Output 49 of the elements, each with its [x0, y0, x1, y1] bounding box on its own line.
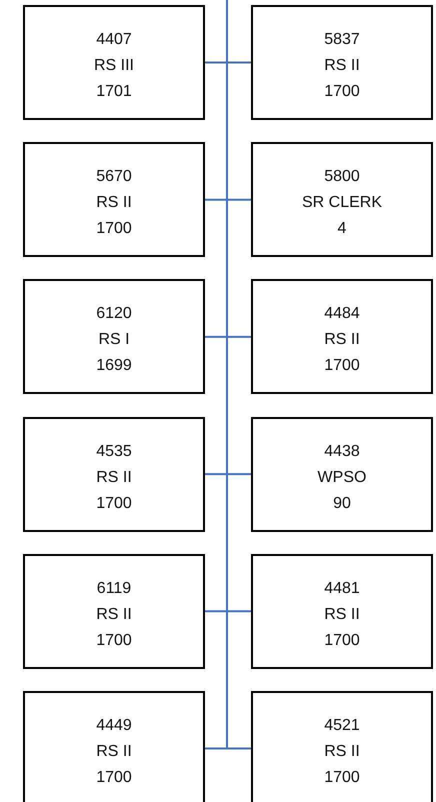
- position-count: 1700: [324, 356, 360, 376]
- position-number: 4535: [96, 442, 132, 462]
- position-number: 4407: [96, 30, 132, 50]
- position-number: 4438: [324, 442, 360, 462]
- position-box: [23, 691, 205, 802]
- position-box: [23, 279, 205, 394]
- position-title: RS II: [324, 742, 360, 762]
- position-title: SR CLERK: [302, 193, 382, 214]
- position-count: 1699: [96, 356, 132, 376]
- position-title: RS II: [96, 604, 132, 625]
- position-box: [251, 5, 433, 120]
- position-number: 6120: [96, 304, 132, 324]
- position-count: 1700: [96, 494, 132, 514]
- position-box: [23, 5, 205, 120]
- position-count: 1700: [324, 82, 360, 102]
- position-box: [251, 416, 433, 532]
- position-count: 1700: [324, 630, 360, 651]
- position-title: RS I: [98, 330, 130, 350]
- position-title: WPSO: [318, 468, 366, 488]
- position-number: 4521: [324, 716, 360, 736]
- position-title: RS II: [324, 604, 360, 625]
- position-count: 1700: [96, 768, 132, 788]
- position-count: 1701: [96, 82, 132, 102]
- position-title: RS II: [96, 742, 132, 762]
- position-count: 1700: [324, 768, 360, 788]
- position-title: RS II: [96, 468, 132, 488]
- position-box: [23, 142, 205, 258]
- position-count: 90: [333, 494, 351, 514]
- position-number: 6119: [96, 578, 132, 599]
- position-box: [23, 416, 205, 532]
- position-box: [251, 554, 433, 669]
- position-box: [251, 279, 433, 394]
- position-number: 5670: [96, 167, 132, 188]
- connector-line: [226, 0, 251, 750]
- position-number: 5837: [324, 30, 360, 50]
- position-count: 1700: [96, 219, 132, 240]
- position-title: RS II: [96, 193, 132, 214]
- position-number: 4449: [96, 716, 132, 736]
- position-box: [23, 554, 205, 669]
- position-box: [251, 142, 433, 258]
- position-count: 4: [338, 219, 346, 240]
- position-title: RS III: [94, 56, 134, 76]
- position-number: 5800: [324, 167, 360, 188]
- position-number: 4484: [324, 304, 360, 324]
- position-title: RS II: [324, 56, 360, 76]
- position-count: 1700: [96, 630, 132, 651]
- position-box: [251, 691, 433, 802]
- position-number: 4481: [324, 578, 360, 599]
- position-title: RS II: [324, 330, 360, 350]
